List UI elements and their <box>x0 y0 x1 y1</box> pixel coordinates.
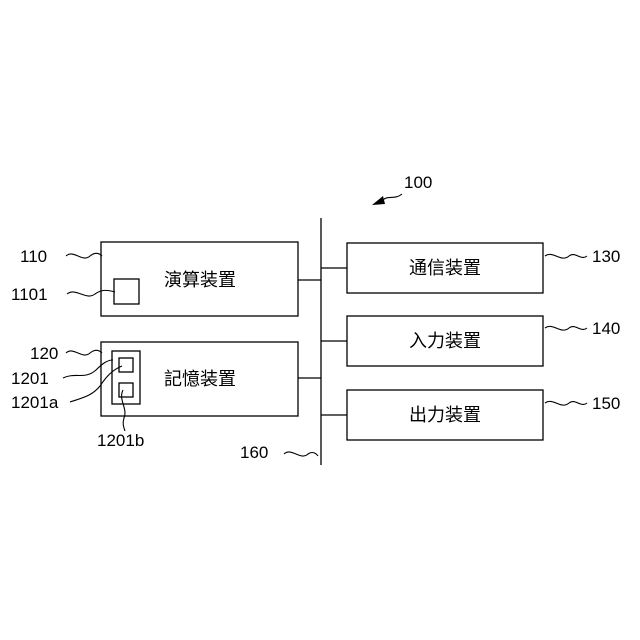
bus-ref-label: 160 <box>240 443 268 462</box>
communication-ref-label: 130 <box>592 247 620 266</box>
memory-item-a-ref-label: 1201a <box>11 393 59 412</box>
input-label: 入力装置 <box>409 331 481 352</box>
memory-item-a-box <box>119 358 133 372</box>
output-label: 出力装置 <box>409 405 481 426</box>
processor-ref-label: 110 <box>20 247 47 266</box>
memory-item-b-box <box>119 383 133 397</box>
communication-label: 通信装置 <box>409 258 481 279</box>
figure-ref-arrow-line <box>383 194 402 200</box>
communication-ref-leader <box>545 254 587 258</box>
input-ref-label: 140 <box>592 319 620 338</box>
output-ref-leader <box>545 401 587 405</box>
processor-sub-ref-label: 1101 <box>11 285 48 304</box>
processor-subunit-box <box>114 279 139 304</box>
memory-item-b-ref-label: 1201b <box>97 431 144 450</box>
memory-ref-leader <box>66 350 102 355</box>
input-ref-leader <box>545 326 587 330</box>
output-ref-label: 150 <box>592 394 620 413</box>
processor-label: 演算装置 <box>164 270 236 291</box>
memory-ref-label: 120 <box>30 344 58 363</box>
figure-ref-label: 100 <box>404 173 432 192</box>
bus-ref-leader <box>284 452 318 456</box>
processor-ref-leader <box>66 253 102 258</box>
memory-sub-ref-label: 1201 <box>11 369 49 388</box>
memory-label: 記憶装置 <box>164 369 236 390</box>
figure-ref-arrowhead <box>372 196 385 205</box>
